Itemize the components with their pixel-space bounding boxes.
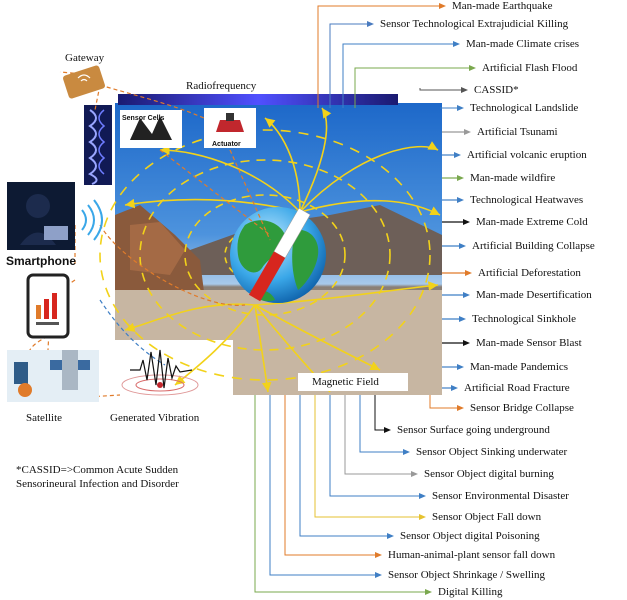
magnetic-field-label: Magnetic Field — [312, 376, 379, 388]
output-label: CASSID* — [474, 84, 519, 96]
sensor-cells-icon — [120, 110, 182, 148]
output-label: Human-animal-plant sensor fall down — [388, 549, 556, 561]
bottom-arrowheads — [375, 405, 464, 595]
output-label: Artificial Building Collapse — [472, 240, 595, 252]
output-label: Man-made Desertification — [476, 289, 592, 301]
gateway-label: Gateway — [65, 52, 105, 64]
output-label: Sensor Object digital burning — [424, 468, 554, 480]
output-label: Man-made Sensor Blast — [476, 337, 582, 349]
actuator-label: Actuator — [212, 141, 241, 148]
actuator-icon — [204, 108, 256, 148]
footnote-line1: *CASSID=>Common Acute Sudden — [16, 464, 179, 476]
output-label: Artificial volcanic eruption — [467, 149, 587, 161]
generated-vibration-label: Generated Vibration — [110, 412, 200, 424]
magnetic-field-box — [298, 373, 408, 391]
output-label: Man-made Earthquake — [452, 0, 553, 12]
vibration-graphic — [121, 349, 199, 396]
top-trunks — [317, 5, 470, 109]
output-label: Sensor Technological Extrajudicial Killi… — [380, 18, 569, 30]
output-label: Sensor Environmental Disaster — [432, 490, 569, 502]
smartphone-label: Smartphone — [6, 254, 77, 268]
radiofrequency-label: Radiofrequency — [186, 80, 257, 92]
vibration-link — [99, 299, 166, 366]
output-label: Sensor Object Shrinkage / Swelling — [388, 569, 546, 581]
output-label: Artificial Deforestation — [478, 267, 581, 279]
footnote-line2: Sensorineural Infection and Disorder — [16, 478, 179, 490]
output-label: Man-made Pandemics — [470, 361, 569, 373]
output-label: Technological Sinkhole — [472, 313, 577, 325]
output-label: Sensor Surface going underground — [397, 424, 550, 436]
output-label: Sensor Bridge Collapse — [470, 402, 574, 414]
right-arrows — [442, 129, 472, 391]
top-arrowheads — [367, 3, 476, 111]
output-label: Technological Landslide — [470, 102, 579, 114]
output-label: Man-made Climate crises — [466, 38, 580, 50]
output-label: Sensor Object Fall down — [432, 511, 542, 523]
satellite-label: Satellite — [26, 412, 63, 424]
gateway-icon — [63, 65, 105, 99]
wave-strip — [84, 105, 112, 185]
output-label: Artificial Tsunami — [477, 126, 558, 138]
wifi-icon — [81, 199, 103, 241]
output-label: Man-made Extreme Cold — [476, 216, 588, 228]
output-label: Technological Heatwaves — [470, 194, 584, 206]
magnet-bar — [248, 207, 311, 302]
satellite-image — [7, 350, 99, 402]
radiofrequency-bar — [118, 94, 398, 105]
output-label: Man-made wildfire — [470, 172, 556, 184]
sensor-cells-label: Sensor Cells — [122, 115, 165, 122]
bottom-trunks — [254, 395, 458, 593]
output-label: Sensor Object digital Poisoning — [400, 530, 540, 542]
output-label: Digital Killing — [438, 586, 503, 598]
output-label: Artificial Flash Flood — [482, 62, 578, 74]
hacker-image — [7, 182, 75, 250]
output-label: Sensor Object Sinking underwater — [416, 446, 568, 458]
phone-icon — [26, 273, 70, 339]
output-label: Artificial Road Fracture — [464, 382, 570, 394]
